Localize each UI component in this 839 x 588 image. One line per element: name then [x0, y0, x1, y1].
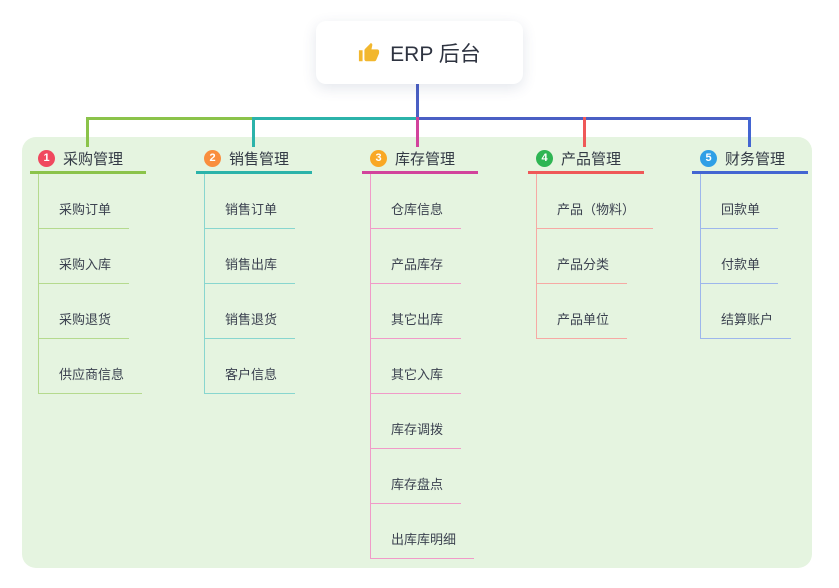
child-node[interactable]: 其它入库: [371, 339, 462, 394]
child-node[interactable]: 销售订单: [205, 174, 296, 229]
branch-children-product: 产品（物料） 产品分类产品单位: [536, 174, 654, 339]
branch-header-product[interactable]: 4 产品管理: [528, 146, 644, 174]
child-node[interactable]: 库存盘点: [371, 449, 462, 504]
child-node[interactable]: 采购入库: [39, 229, 130, 284]
child-node[interactable]: 销售退货: [205, 284, 296, 339]
branch-title: 财务管理: [725, 151, 786, 168]
child-label: 销售出库: [225, 257, 278, 272]
branch-purchase: 1 采购管理 采购订单采购入库采购退货供应商信息: [30, 146, 146, 394]
child-label: 产品分类: [557, 257, 610, 272]
child-label: 付款单: [721, 257, 761, 272]
branch-children-finance: 回款单付款单结算账户: [700, 174, 792, 339]
connector-root-drop: [416, 84, 419, 120]
child-node[interactable]: 付款单: [701, 229, 779, 284]
branch-number-badge: 5: [700, 150, 717, 167]
connector-branch-drop-3: [416, 117, 419, 147]
branch-number-badge: 2: [204, 150, 221, 167]
child-node[interactable]: 产品单位: [537, 284, 628, 339]
child-label: 其它入库: [391, 367, 444, 382]
child-node[interactable]: 库存调拨: [371, 394, 462, 449]
branch-sales: 2 销售管理 销售订单销售出库销售退货客户信息: [196, 146, 312, 394]
child-label: 其它出库: [391, 312, 444, 327]
child-node[interactable]: 其它出库: [371, 284, 462, 339]
branch-children-inventory: 仓库信息产品库存其它出库其它入库库存调拨库存盘点出库库明细: [370, 174, 475, 559]
child-node[interactable]: 供应商信息: [39, 339, 143, 394]
child-label: 采购退货: [59, 312, 112, 327]
branch-number-badge: 4: [536, 150, 553, 167]
child-node[interactable]: 回款单: [701, 174, 779, 229]
child-label: 结算账户: [721, 312, 774, 327]
child-node[interactable]: 仓库信息: [371, 174, 462, 229]
child-node[interactable]: 销售出库: [205, 229, 296, 284]
child-label: 采购入库: [59, 257, 112, 272]
child-label: 仓库信息: [391, 202, 444, 217]
root-node[interactable]: ERP 后台: [316, 21, 523, 84]
child-node[interactable]: 产品（物料）: [537, 174, 654, 229]
root-title: ERP 后台: [390, 42, 481, 66]
branch-inventory: 3 库存管理 仓库信息产品库存其它出库其它入库库存调拨库存盘点出库库明细: [362, 146, 478, 559]
branch-product: 4 产品管理 产品（物料） 产品分类产品单位: [528, 146, 654, 339]
child-label: 客户信息: [225, 367, 278, 382]
connector-branch-drop-1: [86, 117, 89, 147]
branch-children-purchase: 采购订单采购入库采购退货供应商信息: [38, 174, 143, 394]
child-label: 产品库存: [391, 257, 444, 272]
connector-branch-drop-4: [583, 117, 586, 147]
child-node[interactable]: 采购订单: [39, 174, 130, 229]
child-node[interactable]: 采购退货: [39, 284, 130, 339]
connector-branch-drop-5: [748, 117, 751, 147]
connector-trunk-segment-green: [86, 117, 255, 120]
child-label: 产品单位: [557, 312, 610, 327]
child-node[interactable]: 出库库明细: [371, 504, 475, 559]
child-label: 产品（物料）: [557, 202, 636, 217]
branch-number-badge: 3: [370, 150, 387, 167]
branch-title: 库存管理: [395, 151, 456, 168]
child-node[interactable]: 结算账户: [701, 284, 792, 339]
branch-header-inventory[interactable]: 3 库存管理: [362, 146, 478, 174]
child-node[interactable]: 产品分类: [537, 229, 628, 284]
thumbs-up-icon: [358, 42, 380, 64]
child-node[interactable]: 产品库存: [371, 229, 462, 284]
child-label: 销售订单: [225, 202, 278, 217]
branch-title: 产品管理: [561, 151, 622, 168]
branch-title: 采购管理: [63, 151, 124, 168]
connector-branch-drop-2: [252, 117, 255, 147]
branch-number-badge: 1: [38, 150, 55, 167]
branches-panel: [22, 137, 812, 568]
child-label: 出库库明细: [391, 532, 457, 547]
child-label: 库存调拨: [391, 422, 444, 437]
connector-trunk-segment-teal: [252, 117, 419, 120]
child-label: 采购订单: [59, 202, 112, 217]
child-label: 回款单: [721, 202, 761, 217]
branch-header-finance[interactable]: 5 财务管理: [692, 146, 808, 174]
branch-title: 销售管理: [229, 151, 290, 168]
branch-header-purchase[interactable]: 1 采购管理: [30, 146, 146, 174]
child-label: 销售退货: [225, 312, 278, 327]
child-node[interactable]: 客户信息: [205, 339, 296, 394]
branch-finance: 5 财务管理 回款单付款单结算账户: [692, 146, 808, 339]
child-label: 库存盘点: [391, 477, 444, 492]
branch-children-sales: 销售订单销售出库销售退货客户信息: [204, 174, 296, 394]
branch-header-sales[interactable]: 2 销售管理: [196, 146, 312, 174]
child-label: 供应商信息: [59, 367, 125, 382]
